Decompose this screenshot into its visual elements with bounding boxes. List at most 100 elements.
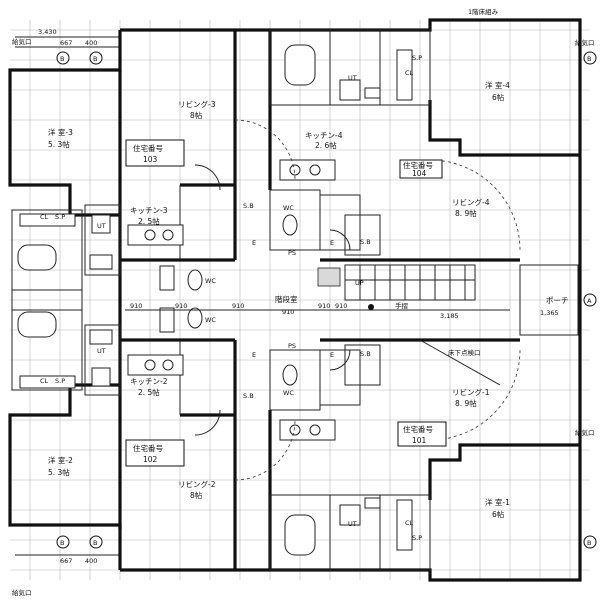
svg-text:A: A [587, 297, 592, 305]
dim-stair-right: 3,185 [440, 312, 459, 320]
room-kitchen2-name: キッチン-2 [130, 377, 168, 386]
dim-top-left: 667 [60, 39, 72, 47]
svg-text:B: B [93, 55, 97, 63]
unit-104-box [399, 159, 443, 179]
kyuki-label-2: 給気口 [575, 428, 595, 437]
sb-label-1: S.B [243, 202, 254, 210]
dim-corridor-1: 910 [130, 302, 142, 310]
sp-label-4: S.P [412, 534, 422, 542]
wc-label-left-top: WC [205, 277, 216, 285]
kyuki-label-3: 給気口 [12, 588, 32, 597]
wc-label-top: WC [283, 204, 294, 212]
drafting-grid [10, 20, 590, 580]
sb-label-2: S.B [243, 392, 254, 400]
grid-marker-a-right [583, 293, 597, 307]
sb-label-3: S.B [360, 238, 371, 246]
cl-label-1: CL [40, 213, 49, 221]
cl-label-2: CL [40, 377, 49, 385]
room-yoshitsu1-name: 洋 室-1 [485, 497, 510, 507]
dim-corridor-5: 910 [175, 302, 187, 310]
grid-marker-b-top2 [89, 51, 103, 65]
e-label-3: E [330, 239, 334, 247]
grid-marker-b-right-bottom [583, 535, 597, 549]
grid-marker-b-top [56, 51, 70, 65]
room-yoshitsu4-size: 6帖 [492, 92, 505, 102]
ps-label-2: PS [288, 342, 296, 350]
sp-label-3: S.P [412, 54, 422, 62]
room-stair-hall-dim: 910 [282, 308, 294, 316]
svg-text:B: B [93, 539, 97, 547]
e-label-2: E [252, 351, 256, 359]
room-living1-size: 8. 9帖 [455, 398, 477, 408]
room-kitchen3-size: 2. 5帖 [138, 216, 160, 226]
tenpo-label: 手摺 [395, 301, 409, 310]
dim-bottom-left: 667 [60, 557, 72, 565]
room-living1-name: リビング-1 [452, 387, 490, 397]
ut-label-bottom: UT [348, 520, 357, 528]
fixtures-left [17, 213, 203, 389]
room-living2-size: 8帖 [190, 490, 203, 500]
corridor-dimensions: 910 910 910 910 910 3,185 1,365 [125, 302, 559, 320]
up-label: UP [355, 279, 364, 287]
svg-text:B: B [587, 539, 591, 547]
room-living3-size: 8帖 [190, 110, 203, 120]
unit-102-label: 住宅番号 [133, 443, 163, 453]
bottom-dimensions: 667 400 B B [15, 535, 120, 565]
svg-text:B: B [587, 55, 591, 63]
room-stair-hall: 階段室 [275, 294, 298, 304]
cl-label-4: CL [405, 519, 414, 527]
wc-label-left-bottom: WC [205, 316, 216, 324]
interior-walls [11, 29, 579, 571]
grid-marker-b-bottom [56, 535, 70, 549]
room-yoshitsu4-name: 洋 室-4 [485, 80, 510, 90]
sb-label-4: S.B [360, 350, 371, 358]
svg-text:B: B [60, 55, 64, 63]
right-markers: B A B [583, 51, 597, 549]
room-living4-size: 8. 9帖 [455, 208, 477, 218]
unit-102-box [125, 439, 185, 467]
dim-bottom-mid: 400 [85, 557, 97, 565]
room-yoshitsu2-size: 5. 3帖 [48, 467, 70, 477]
unit-101-number: 101 [412, 436, 427, 445]
room-kitchen4-size: 2. 6帖 [315, 140, 337, 150]
sp-label-2: S.P [55, 377, 65, 385]
dim-top-mid: 400 [85, 39, 97, 47]
grid-marker-b-right-top [583, 51, 597, 65]
unit-103-label: 住宅番号 [133, 143, 163, 153]
fixture-labels: WC WC WC WC UT UT UT UT S.B S.B S.B S.B … [12, 7, 595, 597]
room-yoshitsu2-name: 洋 室-2 [48, 455, 73, 465]
room-yoshitsu1-size: 6帖 [492, 509, 505, 519]
wc-label-bottom: WC [283, 389, 294, 397]
ut-label-left-top: UT [97, 222, 106, 230]
room-yoshitsu3-name: 洋 室-3 [48, 127, 73, 137]
e-label-1: E [252, 239, 256, 247]
unit-102-number: 102 [143, 455, 158, 464]
yukashita-label: 床下点検口 [448, 348, 481, 357]
unit-boxes: 住宅番号 103 住宅番号 102 住宅番号 104 住宅番号 101 [125, 139, 447, 467]
unit-104-number: 104 [412, 169, 427, 178]
room-labels: 洋 室-3 5. 3帖 洋 室-2 5. 3帖 洋 室-4 6帖 洋 室-1 6… [48, 80, 569, 519]
firstfloor-note: 1階床組み [468, 7, 499, 16]
door-swings [194, 119, 521, 481]
dim-corridor-3: 910 [318, 302, 330, 310]
cl-label-3: CL [405, 69, 414, 77]
ut-label-left-bottom: UT [97, 347, 106, 355]
svg-text:B: B [60, 539, 64, 547]
kyuki-label-1: 給気口 [575, 38, 595, 47]
unit-104-label: 住宅番号 [403, 160, 433, 170]
top-dimensions: 3,430 667 400 B B [15, 28, 120, 65]
room-kitchen3-name: キッチン-3 [130, 206, 168, 215]
column-dot [368, 304, 374, 310]
unit-103-number: 103 [143, 155, 158, 164]
dim-porch: 1,365 [540, 309, 559, 317]
unit-103-box [125, 139, 185, 167]
dim-corridor-2: 910 [232, 302, 244, 310]
room-living4-name: リビング-4 [452, 197, 490, 207]
room-living2-name: リビング-2 [178, 479, 216, 489]
unit-101-box [397, 421, 447, 447]
kyuki-label-4: 給気口 [12, 37, 32, 46]
stair-treads [317, 265, 475, 300]
ut-label-top: UT [348, 74, 357, 82]
room-yoshitsu3-size: 5. 3帖 [48, 139, 70, 149]
